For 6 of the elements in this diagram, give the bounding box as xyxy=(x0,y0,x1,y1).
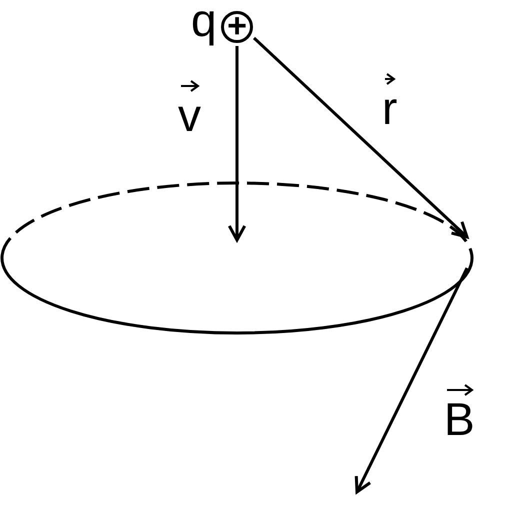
vector-label: v xyxy=(178,92,201,138)
vector-label: r xyxy=(382,85,398,131)
charge-label: q xyxy=(191,0,217,43)
vector-label: B xyxy=(444,396,475,442)
charge-circle xyxy=(221,11,253,43)
plus-sign: + xyxy=(227,8,247,42)
